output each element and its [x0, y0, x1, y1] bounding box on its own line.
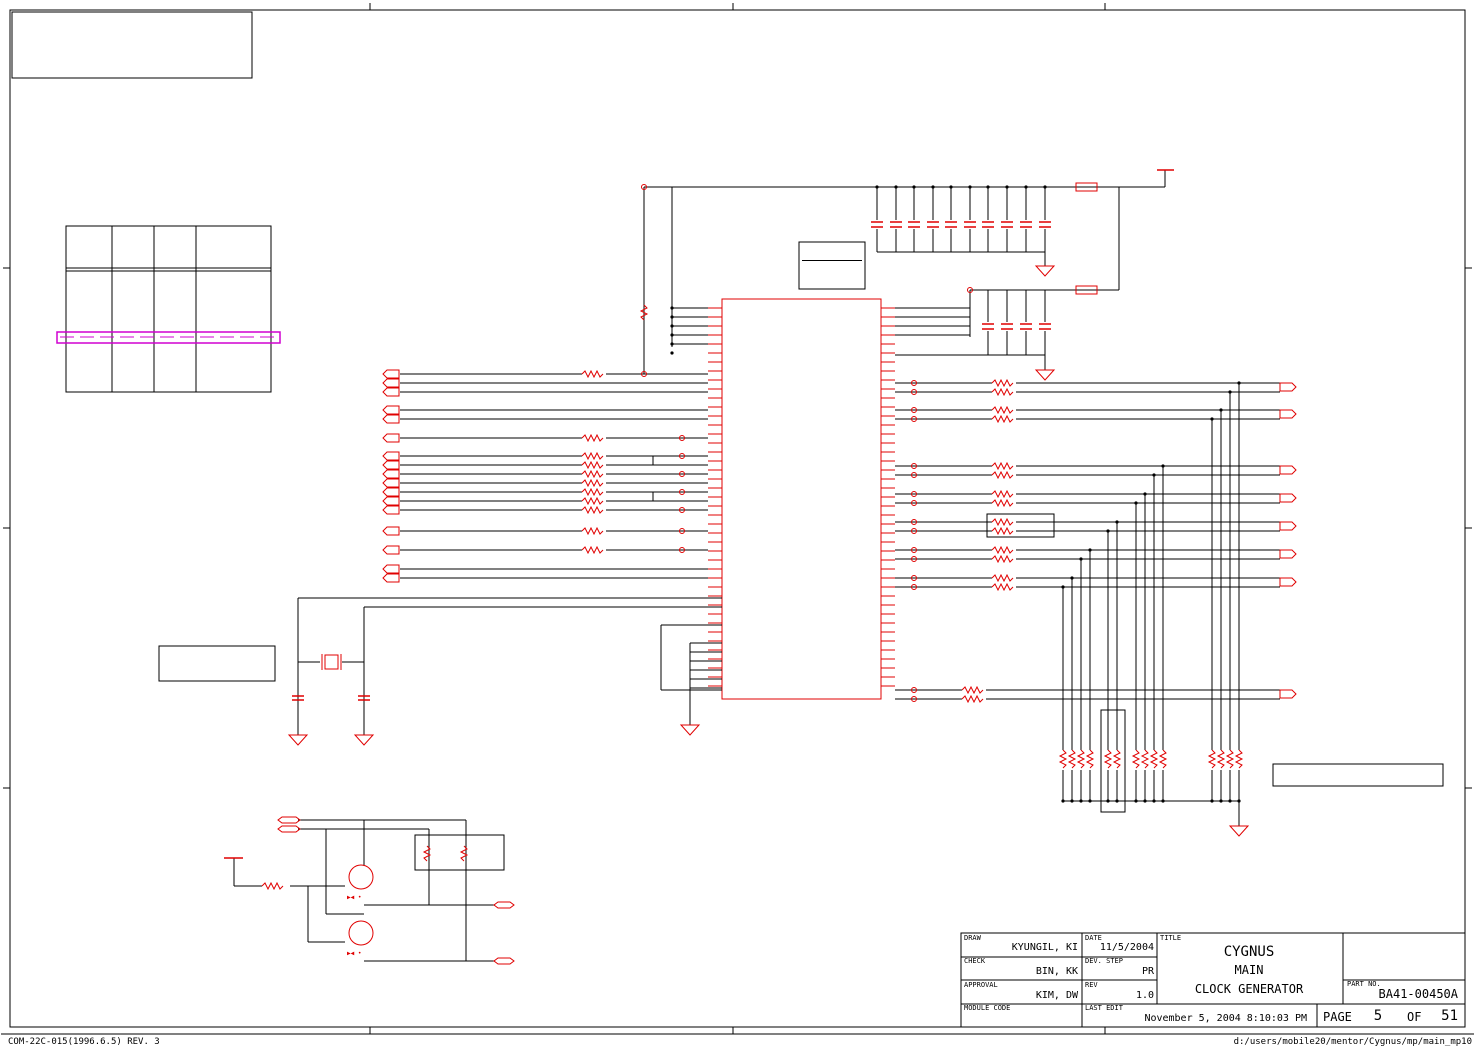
part-no-value: BA41-00450A [1379, 987, 1459, 1001]
check-label: CHECK [964, 957, 986, 965]
svg-text:▶◀ •: ▶◀ • [347, 894, 361, 901]
note-box [11, 11, 253, 79]
of-label: OF [1407, 1010, 1421, 1024]
ic-ground-pins [660, 624, 722, 736]
page-number: 5 [1374, 1008, 1382, 1024]
date-label: DATE [1085, 934, 1102, 942]
title-block [960, 932, 1466, 1028]
right-signal-lines [895, 378, 1297, 704]
clock-generator-ic [721, 298, 882, 700]
option-table [65, 225, 272, 393]
title-line-2: MAIN [1235, 963, 1264, 977]
date-value: 11/5/2004 [1100, 942, 1154, 953]
footer-file-path: d:/users/mobile20/mentor/Cygnus/mp/main_… [1234, 1037, 1472, 1047]
title-line-3: CLOCK GENERATOR [1195, 982, 1304, 996]
level-shifter-circuit: ▶◀ • ▶◀ • [224, 816, 515, 965]
crystal-circuit [287, 597, 722, 746]
approval-value: KIM, DW [1036, 990, 1079, 1001]
rev-value: 1.0 [1136, 990, 1154, 1001]
highlight-row [56, 331, 281, 344]
resistor-group-box [986, 513, 1055, 538]
dev-step-label: DEV. STEP [1085, 957, 1123, 965]
frame-ticks [1, 3, 1474, 1035]
part-no-label: PART NO. [1347, 980, 1381, 988]
resistor-group-box-2 [1100, 709, 1126, 813]
ferrite-bead-2 [1075, 285, 1098, 295]
page-label: PAGE [1323, 1010, 1352, 1024]
last-edit-label: LAST EDIT [1085, 1004, 1124, 1012]
ferrite-bead [1075, 182, 1098, 192]
total-pages: 51 [1441, 1008, 1458, 1024]
ic-pins [708, 307, 895, 687]
draw-label: DRAW [964, 934, 982, 942]
decoupling-capacitors [639, 184, 1056, 381]
dev-step-value: PR [1142, 966, 1155, 977]
left-signal-lines [382, 369, 708, 583]
title-label: TITLE [1160, 934, 1181, 942]
crystal-note-box [158, 645, 276, 682]
termination-bus [1058, 381, 1250, 837]
title-block-text: DRAW KYUNGIL, KI DATE 11/5/2004 CHECK BI… [964, 934, 1459, 1024]
last-edit-value: November 5, 2004 8:10:03 PM [1144, 1013, 1307, 1024]
note-box-right [1272, 763, 1444, 787]
module-code-label: MODULE CODE [964, 1004, 1010, 1012]
draw-value: KYUNGIL, KI [1012, 942, 1078, 953]
sheet-frame [9, 9, 1466, 1028]
title-line-1: CYGNUS [1224, 944, 1275, 960]
svg-text:▶◀ •: ▶◀ • [347, 950, 361, 957]
pullup-box [414, 834, 505, 871]
rev-label: REV [1085, 981, 1098, 989]
footer-form-code: COM-22C-015(1996.6.5) REV. 3 [8, 1037, 160, 1047]
approval-label: APPROVAL [964, 981, 998, 989]
power-rail [643, 170, 1166, 374]
check-value: BIN, KK [1036, 966, 1078, 977]
label-box [798, 241, 866, 290]
